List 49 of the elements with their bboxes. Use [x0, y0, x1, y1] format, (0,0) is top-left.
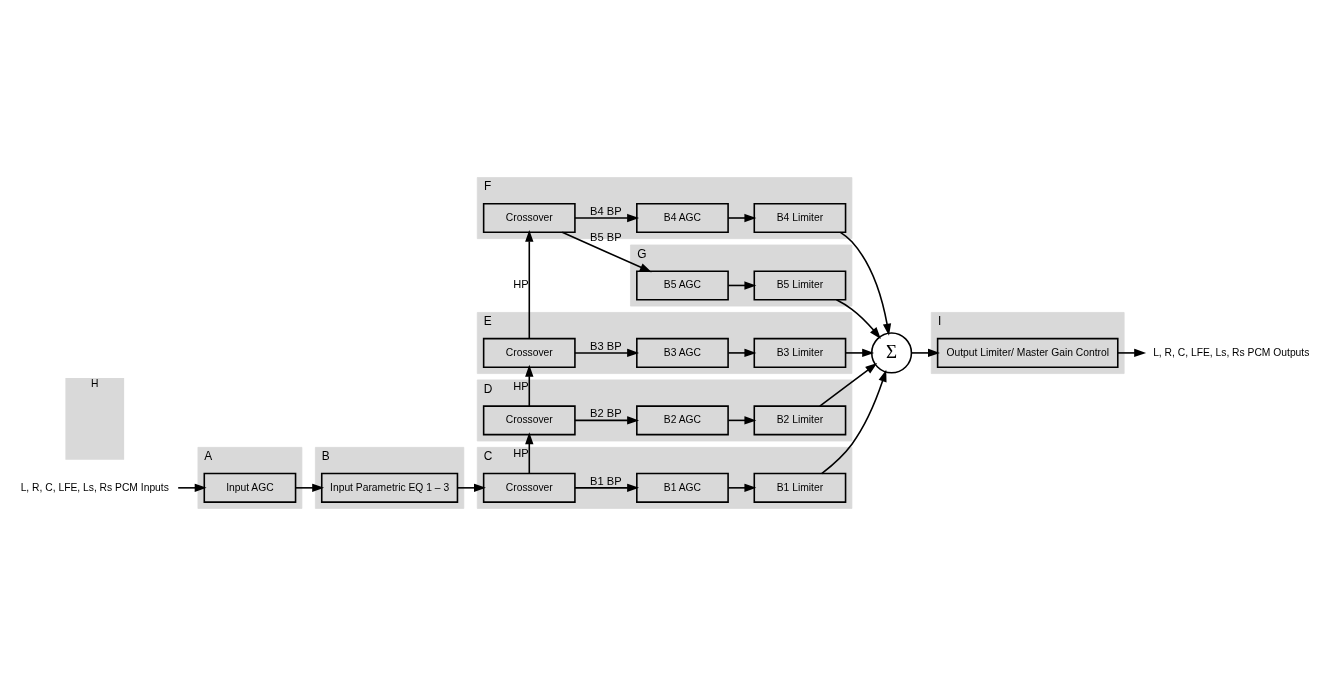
node-box: Input AGC [203, 472, 297, 503]
node-box: H [65, 377, 125, 460]
edge-label: B1 BP [590, 474, 622, 487]
edge-label: B2 BP [590, 406, 622, 419]
arrow [525, 364, 534, 407]
arrow [574, 348, 640, 357]
arrow [727, 483, 757, 492]
arrow [561, 231, 652, 272]
node-box: B5 AGC [636, 269, 729, 301]
arrow [910, 348, 940, 357]
edge-label: HP [513, 277, 529, 290]
node-box: B1 AGC [636, 472, 729, 503]
arrow [839, 231, 892, 336]
node-box: Input Parametric EQ 1 – 3 [320, 472, 459, 503]
node-box: Output Limiter/ Master Gain Control [936, 337, 1119, 368]
node-circle: Σ [870, 331, 913, 374]
arrow [456, 483, 486, 492]
node-box: B2 AGC [636, 404, 729, 435]
node-box: Crossover [482, 337, 576, 368]
node-box: B5 Limiter [753, 269, 847, 301]
arrow [574, 483, 640, 492]
arrow [820, 369, 887, 474]
edge-label: HP [513, 446, 529, 459]
node-box: Crossover [482, 472, 576, 503]
arrow [844, 348, 875, 357]
arrow [525, 229, 534, 339]
arrow [835, 298, 881, 339]
arrow [525, 431, 534, 474]
node-box: B2 Limiter [753, 404, 847, 435]
node-box: B4 AGC [636, 202, 729, 233]
node-box: B3 Limiter [753, 337, 847, 368]
node-text: L, R, C, LFE, Ls, Rs PCM Inputs [20, 481, 169, 493]
arrow [819, 362, 878, 407]
node-text: L, R, C, LFE, Ls, Rs PCM Outputs [1153, 346, 1310, 358]
arrow [177, 483, 207, 492]
edge-label: B4 BP [590, 204, 622, 217]
node-box: B4 Limiter [753, 202, 847, 233]
arrow [574, 213, 640, 222]
node-box: Crossover [482, 404, 576, 435]
node-box: Crossover [482, 202, 576, 233]
arrow [727, 348, 757, 357]
arrow [295, 483, 325, 492]
edge-label: B3 BP [590, 339, 622, 352]
arrow [727, 213, 757, 222]
node-box: B1 Limiter [753, 472, 847, 503]
edge-label: HP [513, 379, 529, 392]
arrow [1117, 348, 1147, 357]
node-box: B3 AGC [636, 337, 729, 368]
arrow [574, 415, 640, 425]
